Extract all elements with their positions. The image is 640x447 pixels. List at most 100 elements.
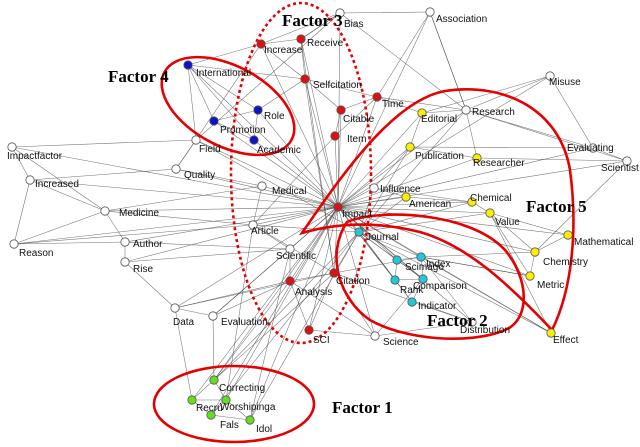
edge-impact-increased — [29, 179, 339, 208]
node-marker-science — [370, 331, 380, 341]
node-mathematical: Mathematical — [563, 230, 633, 248]
edge-promotion-academic — [213, 120, 255, 141]
node-label-evaluation: Evaluation — [221, 317, 268, 328]
node-marker-journal — [354, 227, 364, 237]
node-scimago: Scimago — [392, 255, 444, 273]
edge-impact-medicine — [104, 206, 339, 212]
edge-journal-indicator — [358, 231, 413, 303]
edge-selfcitation-citable — [304, 78, 342, 111]
node-increased: Increased — [25, 175, 79, 190]
edge-quality-medical — [175, 168, 263, 187]
node-label-editorial: Editorial — [421, 114, 457, 125]
edge-correcting-recruit — [191, 379, 215, 401]
node-marker-citation — [329, 268, 339, 278]
node-label-idol: Idol — [256, 424, 272, 435]
node-comparison: Comparison — [413, 274, 467, 292]
node-data: Data — [170, 303, 195, 328]
edge-scimago-comparison — [396, 259, 424, 280]
node-false: Fals — [206, 410, 239, 431]
edge-research-scientist — [465, 109, 628, 162]
edge-impact-metric — [337, 206, 531, 277]
node-marker-receive — [296, 34, 306, 44]
node-receive: Receive — [296, 34, 344, 49]
node-label-bias: Bias — [344, 19, 363, 30]
node-role: Role — [253, 105, 285, 122]
edge-journal-chemical — [358, 201, 473, 233]
node-label-reason: Reason — [19, 248, 53, 259]
node-science: Science — [370, 331, 419, 348]
edge-influence-publication — [373, 146, 411, 189]
edge-bias-increase — [260, 12, 341, 45]
node-marker-researcher — [472, 153, 482, 163]
node-marker-citable — [336, 105, 346, 115]
edge-impact-editorial — [337, 112, 423, 208]
node-marker-time — [372, 92, 382, 102]
node-marker-selfcitation — [300, 74, 310, 84]
node-selfcitation: Selfcitation — [300, 74, 362, 91]
node-label-metric: Metric — [537, 280, 564, 291]
edge-science-analysis — [289, 280, 376, 337]
edge-journal-index — [358, 231, 422, 258]
factor-3-outline — [229, 1, 373, 345]
factor-3-label: Factor 3 — [282, 11, 343, 30]
factor-label-layer: Factor 3 Factor 4 Factor 5 Factor 2 Fact… — [108, 11, 587, 417]
edge-scientist-researcher — [476, 157, 628, 162]
node-rank: Rank — [390, 275, 424, 296]
edge-index-metric — [420, 256, 531, 277]
node-quality: Quality — [171, 164, 215, 181]
edge-author-scientific — [124, 241, 291, 250]
edge-rise-scientific — [124, 248, 291, 263]
node-marker-field — [191, 135, 201, 145]
edge-impactfactor-medicine — [11, 146, 106, 212]
node-label-value: Value — [495, 217, 520, 228]
node-marker-recruit — [187, 395, 197, 405]
edge-impact-article — [252, 206, 339, 226]
edge-editorial-research — [421, 109, 467, 114]
node-marker-misuse — [545, 71, 555, 81]
edge-impact-value — [337, 206, 491, 214]
edge-misuse-evaluating — [549, 75, 594, 149]
node-sci: SCI — [304, 325, 330, 346]
edge-metric-value — [489, 212, 531, 277]
node-value: Value — [485, 208, 520, 228]
edge-bias-association — [339, 11, 431, 14]
edge-increase-international — [187, 43, 262, 66]
edge-impact-correcting — [213, 206, 339, 381]
edge-item-time — [334, 96, 378, 137]
node-label-selfcitation: Selfcitation — [313, 80, 362, 91]
node-index: Index — [416, 252, 450, 270]
node-label-scientist: Scientist — [601, 163, 639, 174]
node-recruit: Recru — [187, 395, 223, 414]
node-marker-scimago — [392, 255, 402, 265]
edge-medicine-increased — [29, 179, 106, 212]
edge-selfcitation-role — [257, 78, 306, 111]
edge-increase-receive — [260, 38, 302, 45]
edge-increased-quality — [29, 168, 177, 181]
edge-impactfactor-field — [11, 139, 197, 148]
node-label-item: Item — [347, 134, 366, 145]
edge-effect-value — [489, 212, 552, 334]
factor-5-label: Factor 5 — [526, 197, 587, 216]
node-influence: Influence — [369, 183, 421, 195]
factor-1-outline — [152, 364, 316, 444]
node-label-impactfactor: Impactfactor — [7, 151, 63, 162]
node-time: Time — [372, 92, 404, 110]
edge-editorial-publication — [409, 112, 423, 148]
node-marker-scientist — [622, 156, 632, 166]
node-marker-impactfactor — [7, 142, 17, 152]
node-label-rank: Rank — [400, 285, 424, 296]
factor-outline-layer — [152, 1, 575, 444]
node-label-journal: Journal — [366, 232, 399, 243]
edge-medical-article — [252, 185, 263, 226]
node-label-field: Field — [199, 144, 221, 155]
node-misuse: Misuse — [545, 71, 581, 88]
edge-medicine-author — [104, 210, 126, 243]
node-idol: Idol — [245, 415, 272, 435]
edge-impact-scientist — [337, 160, 628, 208]
node-medical: Medical — [257, 181, 306, 197]
edge-citation-data — [174, 272, 335, 309]
node-marker-false — [206, 410, 216, 420]
node-bias: Bias — [335, 8, 363, 30]
edge-reason-author — [13, 241, 126, 245]
